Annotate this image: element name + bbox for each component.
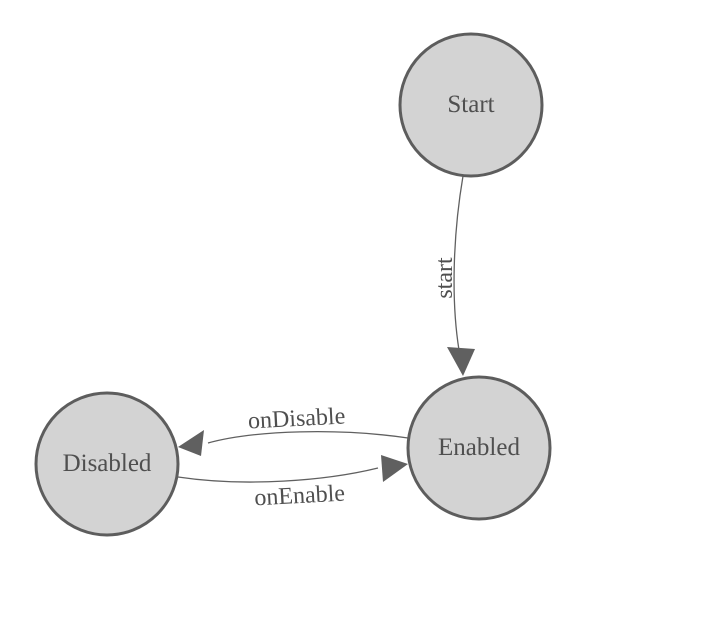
node-disabled-circle [34, 391, 180, 537]
node-disabled: Disabled [34, 391, 180, 537]
node-start: Start [398, 32, 544, 178]
edge-start-transition: start [432, 175, 475, 376]
edge-onenable-label: onEnable [254, 481, 346, 512]
node-start-label: Start [447, 91, 494, 118]
arrowhead-right-icon [381, 455, 408, 482]
edge-start-label: start [432, 257, 458, 299]
edge-onenable-transition: onEnable [177, 455, 408, 512]
edge-start-line [453, 175, 464, 351]
edge-ondisable-label: onDisable [247, 403, 346, 434]
node-enabled: Enabled [406, 375, 552, 521]
edge-onenable-line [177, 467, 379, 483]
edge-ondisable-transition: onDisable [178, 403, 409, 456]
node-start-circle [398, 32, 544, 178]
node-disabled-label: Disabled [63, 450, 152, 477]
arrowhead-left-icon [178, 430, 204, 456]
arrowhead-down-icon [447, 347, 475, 376]
node-enabled-label: Enabled [438, 434, 520, 461]
edge-ondisable-line [207, 431, 409, 444]
node-enabled-circle [406, 375, 552, 521]
